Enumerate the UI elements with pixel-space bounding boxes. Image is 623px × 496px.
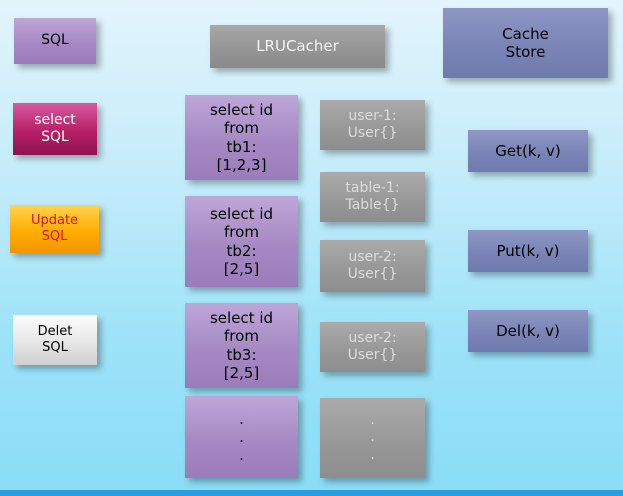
query-ellipsis-node: . . . <box>185 396 298 478</box>
delete-sql-node: Delet SQL <box>13 315 97 365</box>
cache-entry-node: user-1: User{} <box>320 100 425 150</box>
query-node: select id from tb1: [1,2,3] <box>185 95 298 180</box>
cache-entry-node: table-1: Table{} <box>320 172 425 222</box>
query-node: select id from tb2: [2,5] <box>185 196 298 287</box>
lru-cacher-node: LRUCacher <box>210 25 385 68</box>
put-operation-node: Put(k, v) <box>468 230 588 272</box>
update-sql-node: Update SQL <box>10 205 99 253</box>
bottom-accent-bar <box>0 490 623 496</box>
cache-entry-node: user-2: User{} <box>320 322 425 372</box>
cache-entry-node: user-2: User{} <box>320 240 425 292</box>
select-sql-node: select SQL <box>13 103 97 155</box>
sql-node: SQL <box>14 18 96 64</box>
cache-store-node: Cache Store <box>443 8 608 78</box>
query-node: select id from tb3: [2,5] <box>185 303 298 388</box>
del-operation-node: Del(k, v) <box>468 310 588 352</box>
get-operation-node: Get(k, v) <box>468 130 588 172</box>
cache-entry-ellipsis-node: . . . <box>320 398 425 478</box>
